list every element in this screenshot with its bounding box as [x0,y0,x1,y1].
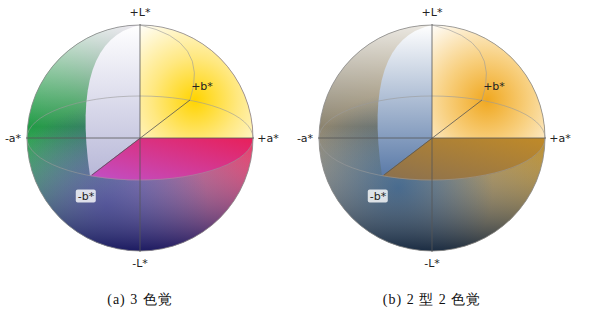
trichromat-sphere [26,24,254,252]
axis-label: +L* [130,6,151,19]
axis-label: +a* [257,132,278,145]
axis-label: -a* [297,132,313,145]
axis-label: -b* [76,190,96,203]
axis-label: -L* [424,257,440,270]
dichromat-sphere [318,24,546,252]
axis-label: +b* [191,80,213,93]
axis-label: +a* [549,132,570,145]
subfigure-caption: (b) 2 型 2 色覚 [383,291,481,309]
axis-label: +L* [422,6,443,19]
axis-label: -L* [132,257,148,270]
subfigure-caption: (a) 3 色覚 [107,291,173,309]
axis-label: -a* [5,132,21,145]
axis-label: -b* [368,190,388,203]
axis-label: +b* [483,80,505,93]
